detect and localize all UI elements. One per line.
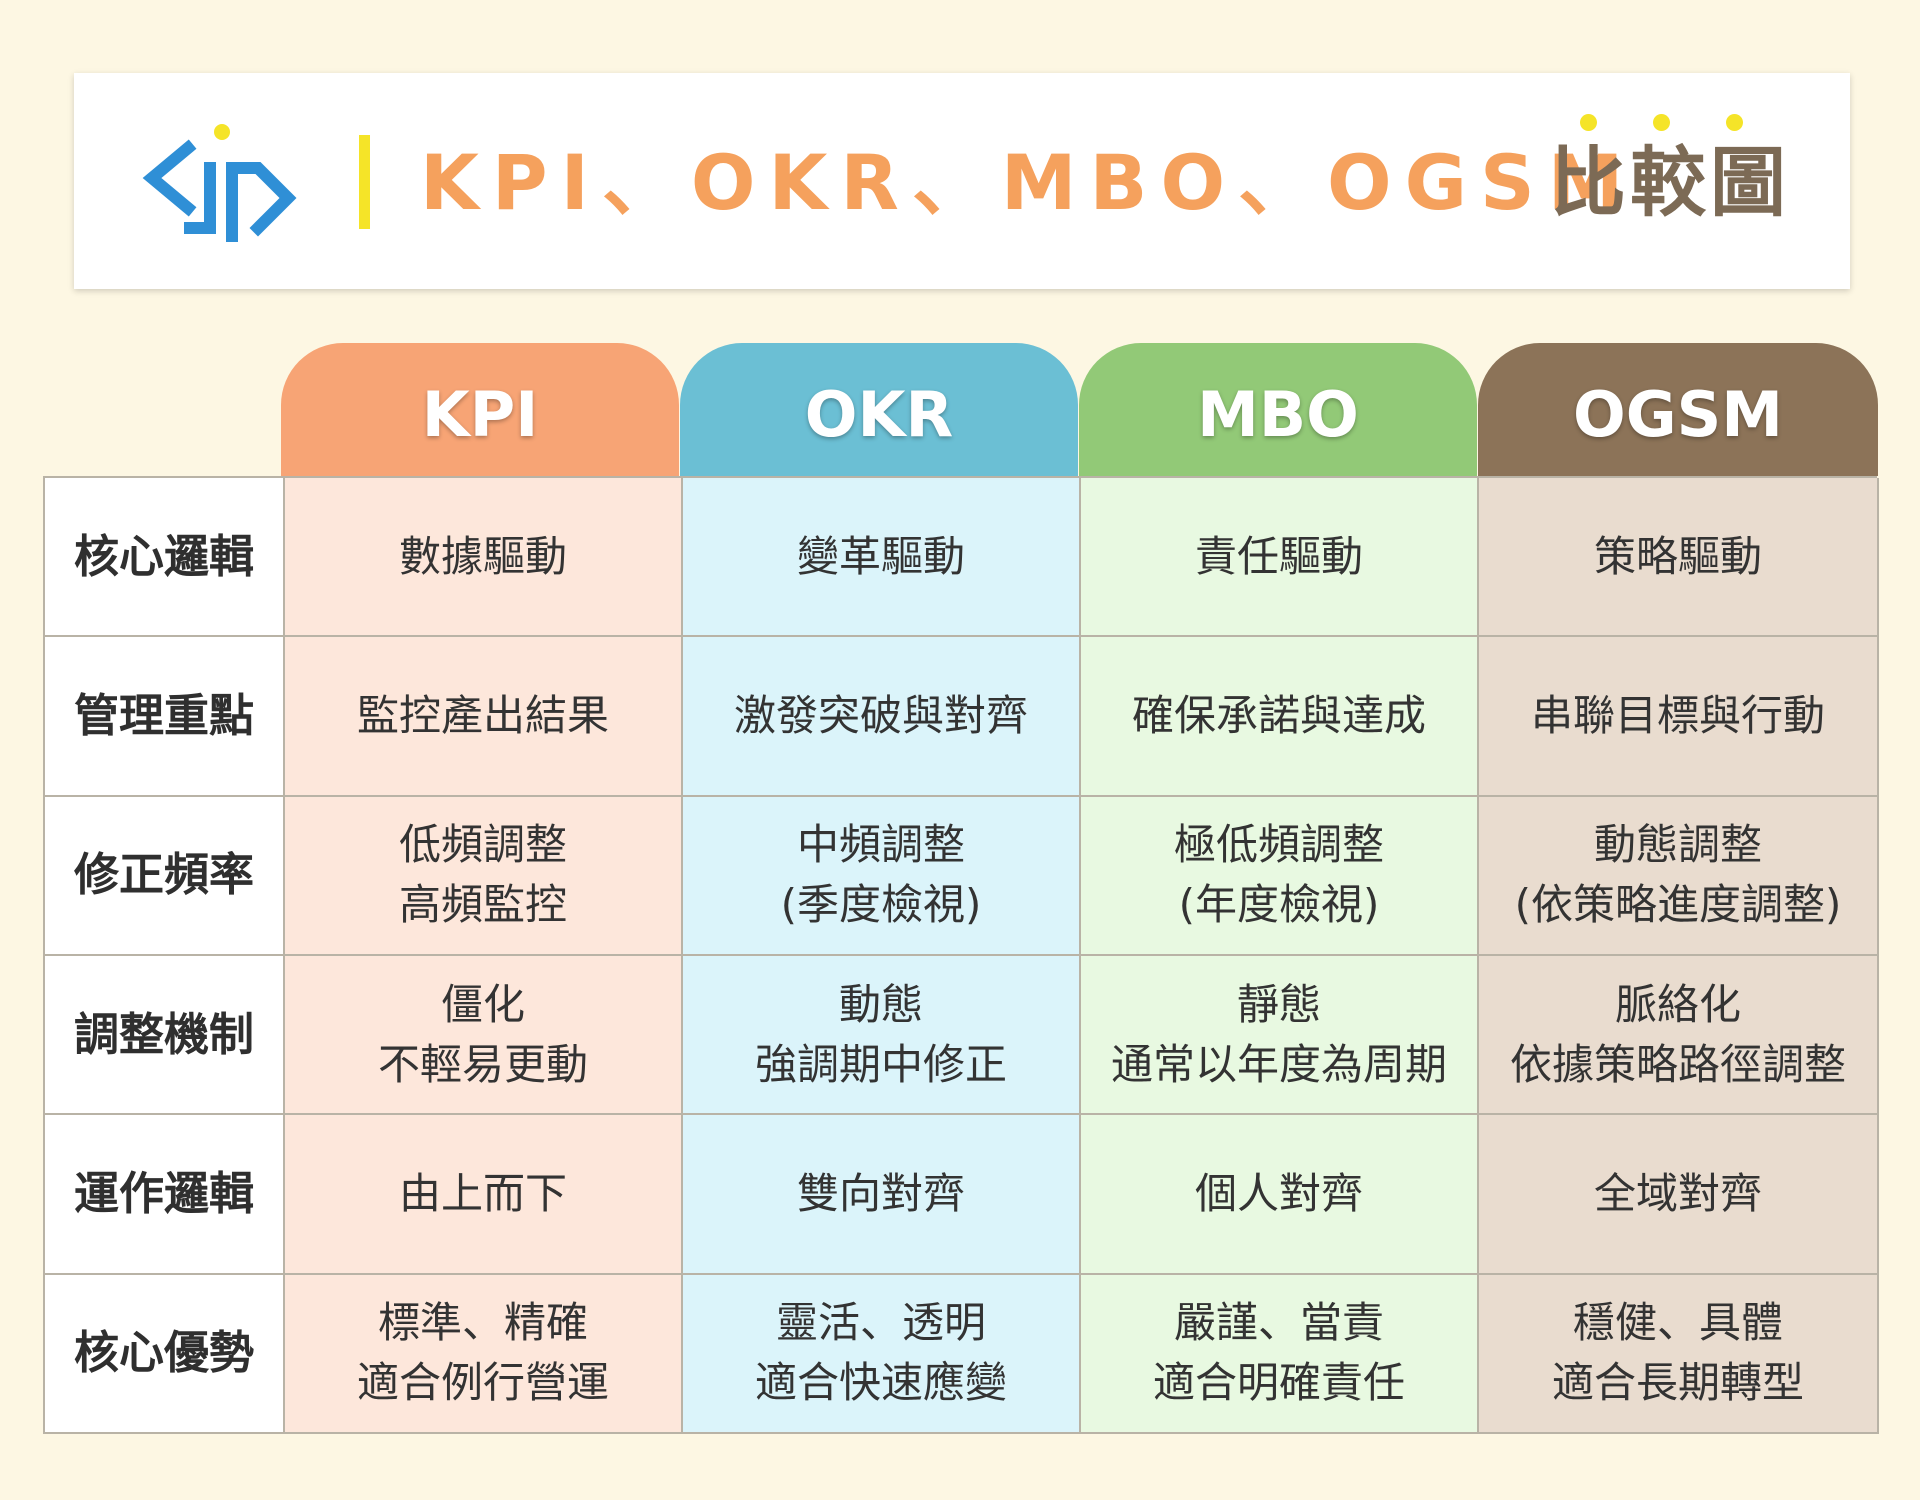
cell-line: 高頻監控: [398, 880, 567, 930]
cell-line: 數據驅動: [398, 531, 567, 581]
table-cell-kpi: 數據驅動: [285, 478, 683, 638]
table-cell-kpi: 由上而下: [285, 1115, 683, 1275]
row-label: 修正頻率: [45, 796, 285, 956]
comparison-table: 核心邏輯 數據驅動 變革驅動 責任驅動 策略驅動管理重點 監控產出結果 激發突破與對齊 確保承…: [43, 476, 1879, 1434]
cell-line: 動態: [838, 979, 923, 1029]
cell-line: 靜態: [1236, 979, 1321, 1029]
cell-line: 適合快速應變: [754, 1358, 1007, 1408]
table-cell-mbo: 責任驅動: [1081, 478, 1479, 638]
cell-line: 低頻調整: [398, 820, 567, 870]
cell-line: 動態調整: [1593, 820, 1762, 870]
cell-line: 監控產出結果: [356, 690, 609, 740]
dot-2: [1653, 114, 1670, 131]
row-label: 核心優勢: [45, 1274, 285, 1434]
table-cell-okr: 雙向對齊: [683, 1115, 1081, 1275]
table-cell-kpi: 僵化不輕易更動: [285, 955, 683, 1116]
row-label: 核心邏輯: [45, 478, 285, 638]
dot-3: [1726, 114, 1743, 131]
table-cell-mbo: 確保承諾與達成: [1081, 637, 1479, 797]
cell-line: 中頻調整: [796, 820, 965, 870]
title-divider: [359, 135, 370, 229]
cell-line: 責任驅動: [1194, 531, 1363, 581]
cell-line: 變革驅動: [796, 531, 965, 581]
table-cell-mbo: 極低頻調整 (年度檢視): [1081, 796, 1479, 956]
cell-line: 策略驅動: [1593, 531, 1762, 581]
cell-line: 全域對齊: [1593, 1168, 1762, 1218]
table-cell-mbo: 靜態通常以年度為周期: [1081, 955, 1479, 1116]
cell-line: 通常以年度為周期: [1110, 1039, 1447, 1089]
cell-line: 適合明確責任: [1152, 1358, 1405, 1408]
row-label: 調整機制: [45, 955, 285, 1116]
table-cell-kpi: 低頻調整高頻監控: [285, 796, 683, 956]
table-cell-ogsm: 策略驅動: [1479, 478, 1879, 638]
table-cell-okr: 動態強調期中修正: [683, 955, 1081, 1116]
cell-line: (依策略進度調整): [1514, 880, 1842, 930]
cell-line: (季度檢視): [780, 880, 982, 930]
page-title-suffix: 比較圖: [1550, 138, 1790, 227]
page-title: KPI、OKR、MBO、OGSM: [420, 138, 1637, 227]
table-cell-ogsm: 脈絡化依據策略路徑調整: [1479, 955, 1879, 1116]
cell-line: 脈絡化: [1614, 979, 1741, 1029]
company-logo-icon: [142, 124, 297, 242]
title-card: [74, 73, 1850, 289]
decorative-dots: [1570, 114, 1770, 134]
table-cell-okr: 變革驅動: [683, 478, 1081, 638]
table-cell-mbo: 個人對齊: [1081, 1115, 1479, 1275]
cell-line: 個人對齊: [1194, 1168, 1363, 1218]
cell-line: 穩健、具體: [1572, 1298, 1783, 1348]
cell-line: 激發突破與對齊: [733, 690, 1028, 740]
table-cell-ogsm: 穩健、具體適合長期轉型: [1479, 1274, 1879, 1434]
cell-line: 由上而下: [398, 1168, 567, 1218]
table-cell-okr: 靈活、透明適合快速應變: [683, 1274, 1081, 1434]
cell-line: 串聯目標與行動: [1530, 690, 1825, 740]
cell-line: 強調期中修正: [754, 1039, 1007, 1089]
table-cell-kpi: 標準、精確適合例行營運: [285, 1274, 683, 1434]
cell-line: 適合例行營運: [356, 1358, 609, 1408]
table-cell-ogsm: 動態調整 (依策略進度調整): [1479, 796, 1879, 956]
cell-line: 靈活、透明: [775, 1298, 986, 1348]
cell-line: 嚴謹、當責: [1173, 1298, 1384, 1348]
cell-line: 依據策略路徑調整: [1509, 1039, 1846, 1089]
table-cell-ogsm: 全域對齊: [1479, 1115, 1879, 1275]
cell-line: 不輕易更動: [377, 1039, 588, 1089]
row-label: 管理重點: [45, 637, 285, 797]
dot-1: [1580, 114, 1597, 131]
cell-line: 適合長期轉型: [1551, 1358, 1804, 1408]
table-cell-okr: 激發突破與對齊: [683, 637, 1081, 797]
table-cell-kpi: 監控產出結果: [285, 637, 683, 797]
table-cell-mbo: 嚴謹、當責適合明確責任: [1081, 1274, 1479, 1434]
cell-line: 雙向對齊: [796, 1168, 965, 1218]
cell-line: 確保承諾與達成: [1131, 690, 1426, 740]
cell-line: 極低頻調整: [1173, 820, 1384, 870]
column-header-kpi: KPI: [281, 343, 679, 476]
cell-line: (年度檢視): [1178, 880, 1380, 930]
table-cell-ogsm: 串聯目標與行動: [1479, 637, 1879, 797]
cell-line: 標準、精確: [377, 1298, 588, 1348]
cell-line: 僵化: [440, 979, 525, 1029]
column-header-mbo: MBO: [1079, 343, 1477, 476]
column-header-okr: OKR: [680, 343, 1078, 476]
table-cell-okr: 中頻調整 (季度檢視): [683, 796, 1081, 956]
column-header-ogsm: OGSM: [1478, 343, 1878, 476]
row-label: 運作邏輯: [45, 1115, 285, 1275]
